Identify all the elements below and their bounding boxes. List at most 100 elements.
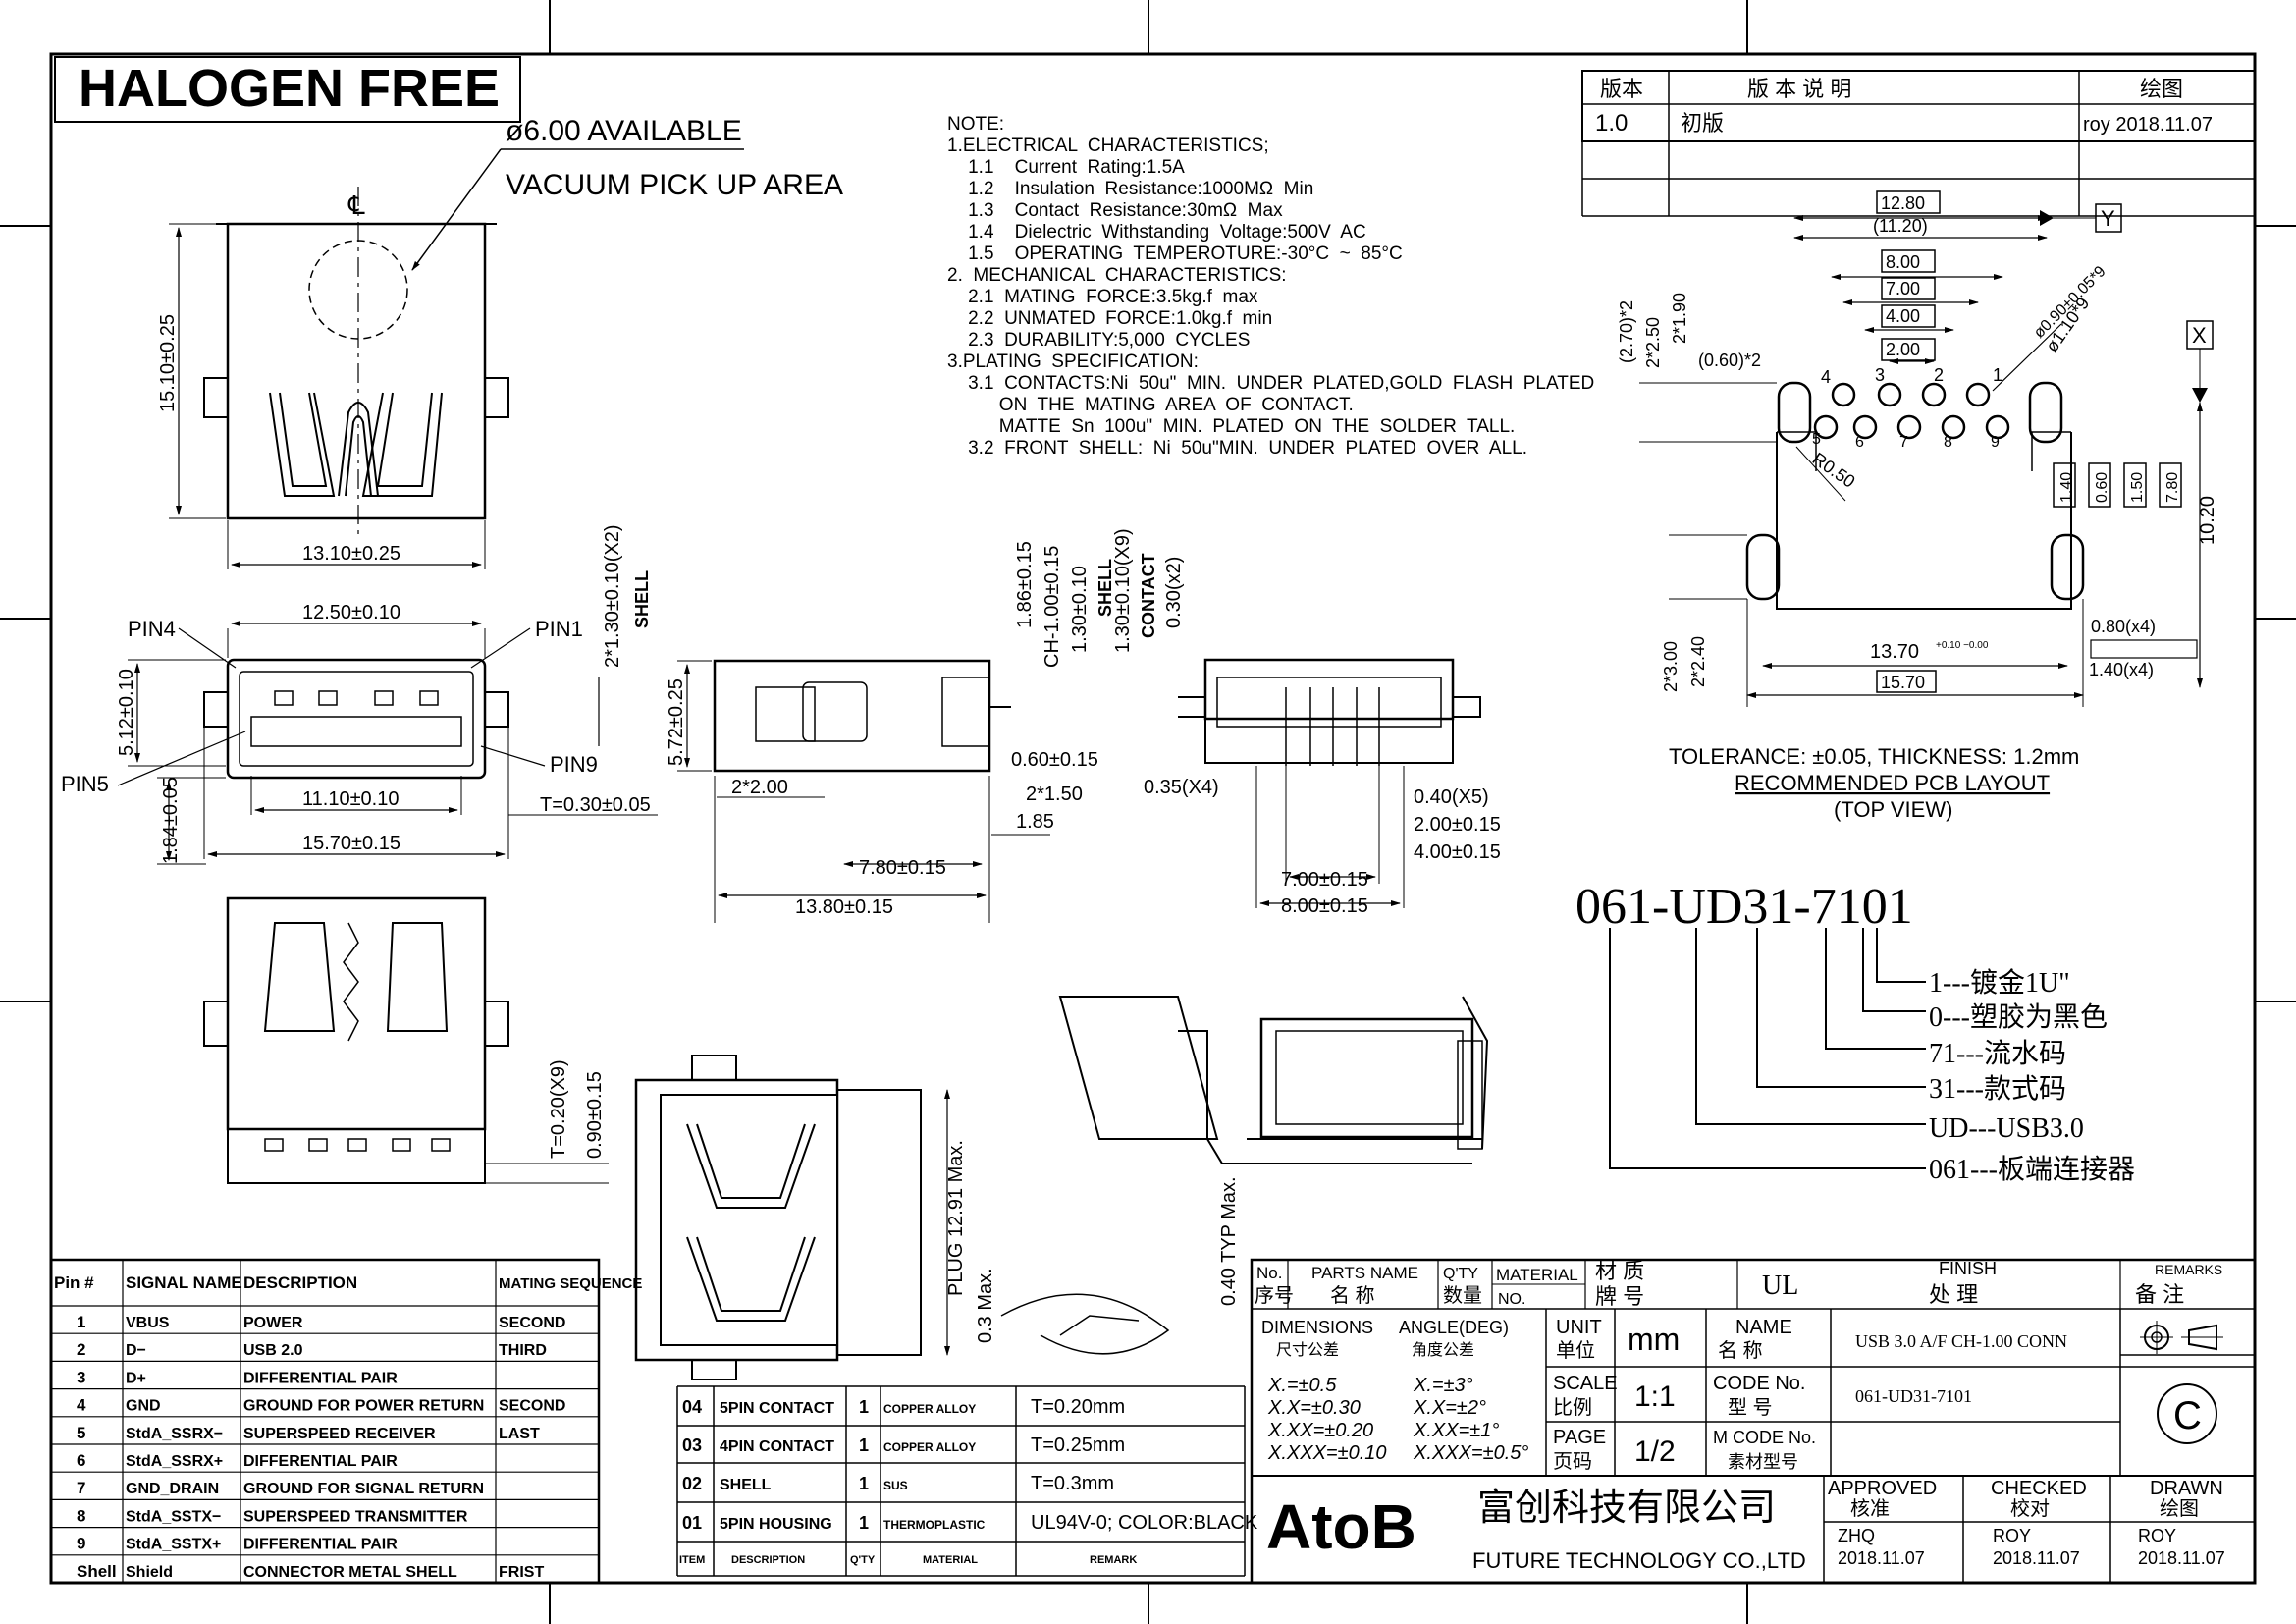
pcb-dim-1280: 12.80	[1881, 193, 1925, 213]
tb-atol-3: X.XXX=±0.5°	[1413, 1442, 1528, 1464]
pcb-pin-4: 4	[1821, 367, 1831, 387]
dim-1-30x9: 1.30±0.10(X9)	[1112, 528, 1134, 653]
pcb-dim-800: 8.00	[1886, 252, 1920, 272]
tb-drawn-date: 2018.11.07	[2138, 1548, 2225, 1568]
bom-cell: 1	[859, 1435, 869, 1455]
tb-material: MATERIAL	[1496, 1266, 1578, 1284]
dim-800: 8.00±0.15	[1281, 895, 1368, 917]
tb-remarks: REMARKS	[2155, 1262, 2222, 1277]
dim-700: 7.00±0.15	[1281, 869, 1368, 891]
dim-060: 0.60±0.15	[1011, 749, 1098, 771]
pcb-dim-270: (2.70)*2	[1617, 300, 1636, 363]
pin-table-cell: GROUND FOR SIGNAL RETURN	[243, 1481, 484, 1497]
bom-cell: 1	[859, 1474, 869, 1493]
halogen-free-banner: HALOGEN FREE	[79, 59, 500, 118]
tb-ul: UL	[1762, 1271, 1798, 1301]
note-line: 1.1 Current Rating:1.5A	[947, 157, 1185, 178]
pcb-dim-1370: 13.70	[1870, 641, 1919, 663]
pin-table-cell: StdA_SSTX+	[126, 1537, 221, 1553]
tb-approved: APPROVED	[1828, 1478, 1937, 1499]
tb-no2: NO.	[1498, 1291, 1525, 1308]
part-code-line-3: 71---流水码	[1929, 1038, 2066, 1069]
dim-780: 7.80±0.15	[859, 857, 946, 879]
tb-drawn-by: ROY	[2138, 1526, 2176, 1545]
contact-label: CONTACT	[1139, 553, 1158, 638]
pin-table-cell: CONNECTOR METAL SHELL	[243, 1564, 457, 1581]
part-code-line-2: 0---塑胶为黑色	[1929, 1001, 2108, 1033]
tb-partname: PARTS NAME	[1311, 1264, 1418, 1282]
tb-unit: UNIT	[1556, 1317, 1602, 1338]
rev-row-version: 1.0	[1595, 110, 1628, 136]
tb-code-cn: 型 号	[1728, 1396, 1773, 1419]
tb-no: No.	[1256, 1264, 1282, 1282]
pin-table-cell: USB 2.0	[243, 1342, 303, 1359]
pin-table-cell: 7	[77, 1479, 85, 1497]
tb-checked-cn: 校对	[2010, 1497, 2050, 1520]
dim-400: 4.00±0.15	[1414, 841, 1501, 863]
pcb-pin-1: 1	[1993, 365, 2002, 385]
pcb-dim-150: 1.50	[2129, 472, 2146, 503]
pcb-dim-080: 0.80(x4)	[2091, 617, 2156, 636]
pin-table-cell: SECOND	[499, 1315, 565, 1331]
pin-table-cell: D+	[126, 1370, 146, 1386]
tb-brand: 牌 号	[1595, 1284, 1644, 1309]
dim-ch: CH-1.00±0.15	[1041, 546, 1063, 668]
pcb-dim-060: (0.60)*2	[1698, 351, 1761, 370]
pin5-label: PIN5	[61, 772, 109, 796]
bom-cell: T=0.3mm	[1031, 1473, 1114, 1494]
bom-cell: 01	[682, 1513, 702, 1533]
rear-view: 1.30±0.10(X9) CONTACT 0.30(x2) 0.35(X4) …	[1112, 528, 1501, 917]
tb-remarks-cn: 备 注	[2135, 1282, 2184, 1307]
section-view: PLUG 12.91 Max. 0.3 Max. 0.40 TYP Max.	[634, 1055, 1240, 1380]
pin-table-cell: 3	[77, 1368, 85, 1386]
tb-atol-2: X.XX=±1°	[1413, 1420, 1499, 1441]
dim-1-84: 1.84±0.05	[160, 777, 182, 864]
dim-200: 2.00±0.15	[1414, 814, 1501, 836]
notes-block: NOTE:1.ELECTRICAL CHARACTERISTICS; 1.1 C…	[947, 114, 1594, 459]
part-code-line-5: UD---USB3.0	[1929, 1113, 2084, 1144]
dim-2x2: 2*2.00	[731, 777, 788, 798]
pin-table-cell: 1	[77, 1313, 85, 1331]
pin4-label: PIN4	[128, 617, 176, 641]
pin-table-cell: DIFFERENTIAL PAIR	[243, 1537, 398, 1553]
note-line: 1.4 Dielectric Withstanding Voltage:500V…	[947, 222, 1366, 243]
bom-cell: THERMOPLASTIC	[883, 1518, 986, 1532]
tb-copy: C	[2173, 1394, 2202, 1437]
part-code-line-1: 1---镀金1U"	[1929, 967, 2070, 999]
dim-03max: 0.3 Max.	[975, 1268, 996, 1343]
pcb-pin-2: 2	[1934, 365, 1944, 385]
pin1-label: PIN1	[535, 617, 583, 641]
note-line: 1.3 Contact Resistance:30mΩ Max	[947, 200, 1283, 221]
pcb-datum-y: Y	[2101, 206, 2115, 231]
pin-table-cell: D−	[126, 1342, 146, 1359]
tb-finish: FINISH	[1939, 1259, 1997, 1278]
pcb-layout: 4 3 2 1 5 6 7 8 9 12.80 (11.20) 8.00 7.0…	[1617, 190, 2218, 822]
dim-040: 0.40(X5)	[1414, 786, 1489, 808]
company-name-cn: 富创科技有限公司	[1477, 1488, 1776, 1529]
banner-box	[54, 56, 521, 123]
dim-040typ: 0.40 TYP Max.	[1218, 1176, 1240, 1306]
tb-checked-by: ROY	[1993, 1526, 2031, 1545]
tb-tol-0: X.=±0.5	[1267, 1375, 1337, 1396]
pcb-dim-250: 2*2.50	[1643, 317, 1663, 368]
tb-angle: ANGLE(DEG)	[1399, 1318, 1509, 1337]
rev-header-drawn: 绘图	[2140, 77, 2183, 101]
pcb-tolerance: TOLERANCE: ±0.05, THICKNESS: 1.2mm	[1669, 744, 2079, 769]
tb-name-val: USB 3.0 A/F CH-1.00 CONN	[1855, 1331, 2067, 1351]
dim-1-86: 1.86±0.15	[1014, 541, 1036, 628]
bom-header: ITEM	[679, 1554, 705, 1566]
pin-table-cell: DIFFERENTIAL PAIR	[243, 1453, 398, 1470]
bom-cell: SHELL	[720, 1477, 772, 1493]
note-line: 1.2 Insulation Resistance:1000MΩ Min	[947, 179, 1313, 199]
tb-drawn: DRAWN	[2150, 1478, 2223, 1499]
tb-approved-cn: 核准	[1850, 1497, 1890, 1520]
note-line: 1.5 OPERATING TEMPEROTURE:-30°C ~ 85°C	[947, 244, 1403, 264]
part-code: 061-UD31-7101	[1575, 879, 1913, 935]
dim-0-30x2: 0.30(x2)	[1163, 557, 1185, 628]
pin-table-header: SIGNAL NAME	[126, 1273, 242, 1292]
note-line: 1.ELECTRICAL CHARACTERISTICS;	[947, 135, 1269, 156]
pcb-dim-700: 7.00	[1886, 279, 1920, 298]
bom-cell: 03	[682, 1435, 702, 1455]
